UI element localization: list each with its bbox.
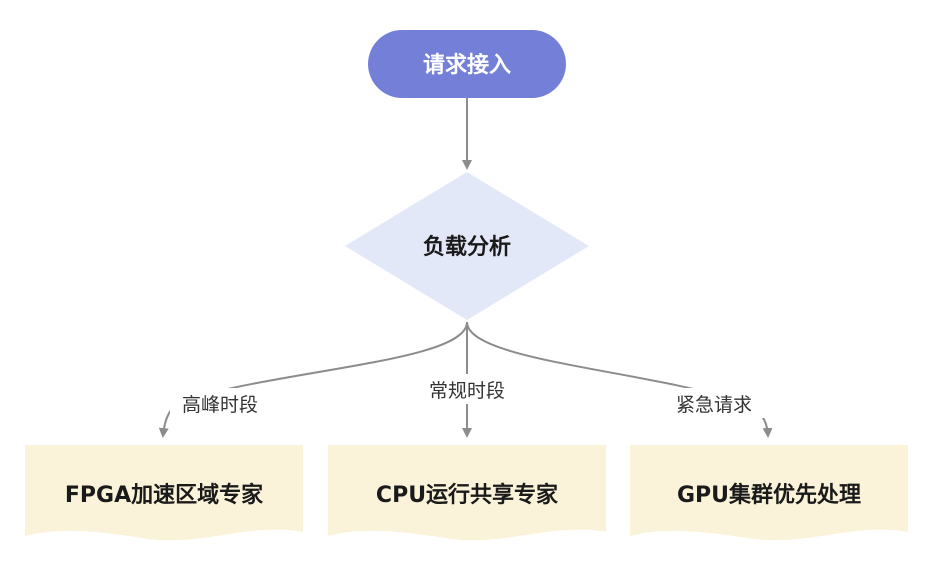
edge-label-regular-text: 常规时段	[429, 380, 505, 402]
outcome-node-cpu-label: CPU运行共享专家	[376, 482, 559, 508]
outcome-node-gpu: GPU集群优先处理	[630, 445, 908, 541]
decision-node-shape	[345, 172, 589, 320]
outcome-node-fpga-shape	[25, 445, 303, 541]
edge-label-regular: 常规时段	[418, 374, 516, 404]
outcome-node-fpga: FPGA加速区域专家	[25, 445, 303, 541]
outcome-node-cpu-shape	[328, 445, 606, 541]
start-node: 请求接入	[368, 30, 566, 98]
outcome-node-cpu: CPU运行共享专家	[328, 445, 606, 541]
outcome-node-gpu-label: GPU集群优先处理	[677, 482, 861, 508]
outcome-node-fpga-label: FPGA加速区域专家	[65, 482, 264, 508]
decision-node: 负载分析	[345, 172, 589, 320]
edge-label-peak: 高峰时段	[170, 388, 270, 418]
edge-label-urgent-text: 紧急请求	[676, 394, 752, 416]
start-node-shape	[368, 30, 566, 98]
start-node-label: 请求接入	[423, 52, 511, 78]
outcome-node-gpu-shape	[630, 445, 908, 541]
decision-node-label: 负载分析	[423, 234, 511, 260]
edge-label-peak-text: 高峰时段	[182, 394, 258, 416]
edge-label-urgent: 紧急请求	[664, 388, 764, 418]
